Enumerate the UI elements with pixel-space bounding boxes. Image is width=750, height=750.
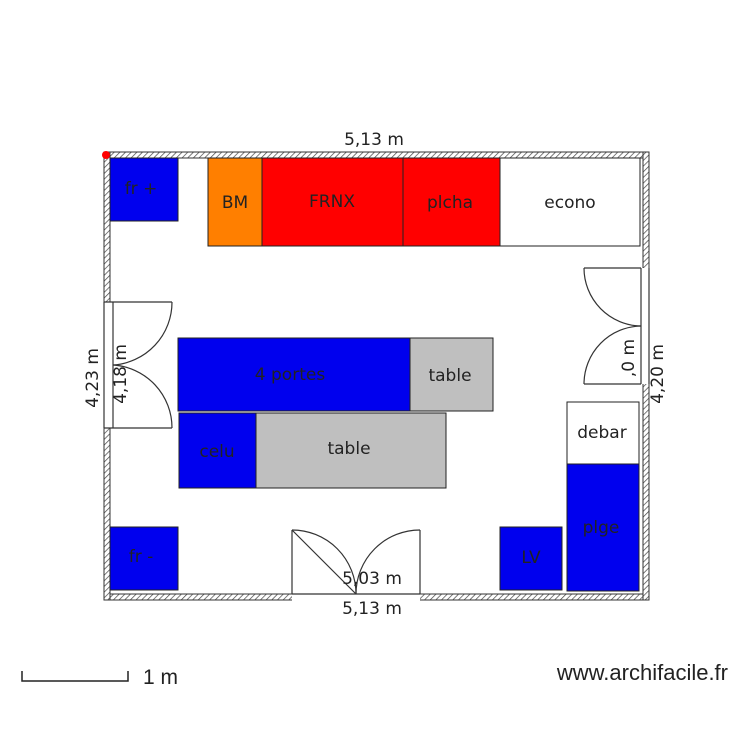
door-right bbox=[583, 267, 650, 385]
dimensions: 5,13 m 5,03 m 5,13 m 4,23 m 4,18 m ,0 m … bbox=[83, 130, 668, 619]
table-large-label: table bbox=[327, 439, 370, 459]
lv-block bbox=[499, 526, 563, 591]
scale-label: 1 m bbox=[143, 666, 178, 689]
watermark-text: www.archifacile.fr bbox=[556, 660, 728, 685]
fr-minus-block bbox=[109, 526, 179, 591]
dimension-top-width: 5,13 m bbox=[344, 130, 404, 150]
bm-label: BM bbox=[222, 193, 248, 213]
dimension-left-outer-height: 4,23 m bbox=[83, 348, 103, 408]
debar-block bbox=[566, 401, 640, 465]
furniture: fr + BM FRNX plcha econo 4 portes table … bbox=[109, 157, 641, 592]
econo-label: econo bbox=[544, 193, 595, 213]
plge-block bbox=[566, 463, 640, 592]
plge-label: plge bbox=[583, 518, 620, 538]
plcha-block bbox=[402, 157, 501, 247]
door-bottom bbox=[291, 529, 421, 595]
door-left bbox=[103, 301, 173, 429]
plcha-label: plcha bbox=[427, 193, 473, 213]
dimension-left-inner-height: 4,18 m bbox=[111, 344, 131, 404]
table-large-block bbox=[255, 412, 447, 489]
frnx-label: FRNX bbox=[309, 192, 355, 212]
wall-top bbox=[103, 151, 650, 159]
celu-block bbox=[178, 412, 257, 489]
bm-block bbox=[207, 157, 263, 247]
dimension-door-width: 5,03 m bbox=[342, 569, 402, 589]
dimension-right-inner-height: ,0 m bbox=[619, 339, 639, 377]
corner-marker bbox=[102, 151, 110, 159]
four-portes-label: 4 portes bbox=[255, 365, 326, 385]
table-small-block bbox=[409, 337, 494, 412]
fr-minus-label: fr - bbox=[129, 547, 154, 567]
dimension-bottom-width: 5,13 m bbox=[342, 599, 402, 619]
scale-bar: 1 m bbox=[21, 666, 178, 689]
lv-label: LV bbox=[521, 548, 541, 568]
celu-label: celu bbox=[199, 442, 234, 462]
debar-label: debar bbox=[577, 423, 626, 443]
table-small-label: table bbox=[428, 366, 471, 386]
econo-block bbox=[499, 157, 641, 247]
fr-plus-block bbox=[109, 157, 179, 222]
dimension-right-outer-height: 4,20 m bbox=[648, 344, 668, 404]
frnx-block bbox=[261, 157, 404, 247]
four-portes-block bbox=[177, 337, 411, 412]
fr-plus-label: fr + bbox=[125, 179, 158, 199]
